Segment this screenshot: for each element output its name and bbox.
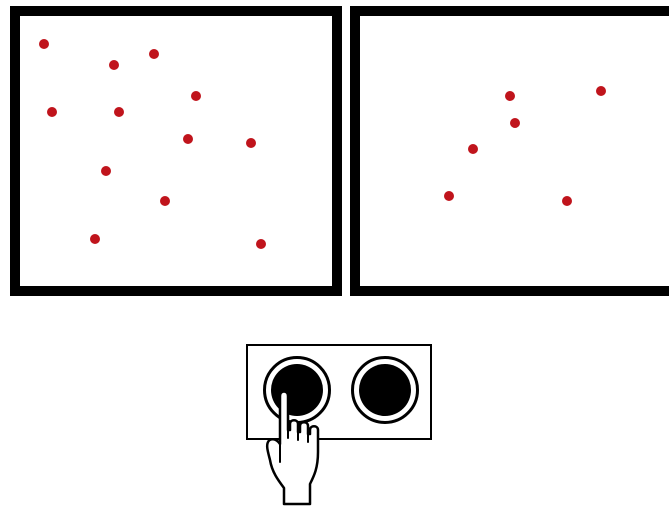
dot [101,166,111,176]
dot [246,138,256,148]
dot [468,144,478,154]
dot [109,60,119,70]
dot [191,91,201,101]
dot [160,196,170,206]
pointing-hand-icon [262,376,342,506]
right-button-cap [359,364,411,416]
dot [183,134,193,144]
dot [47,107,57,117]
right-response-button[interactable] [351,356,419,424]
dot [596,86,606,96]
dot [505,91,515,101]
dot [114,107,124,117]
dot [562,196,572,206]
dot [510,118,520,128]
dot [256,239,266,249]
dot [39,39,49,49]
right-dot-panel [350,6,669,296]
dot [444,191,454,201]
dot [149,49,159,59]
dot [90,234,100,244]
left-dot-panel [10,6,342,296]
